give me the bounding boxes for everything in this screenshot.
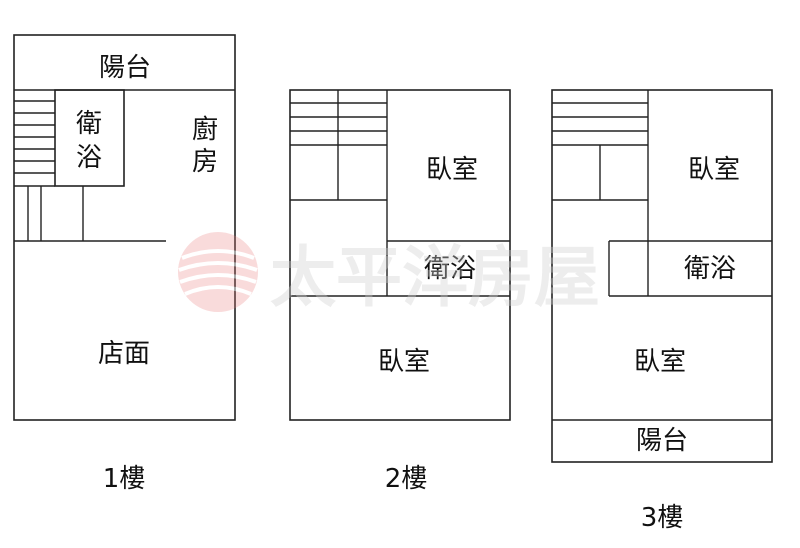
watermark: 太平洋房屋 [178, 232, 600, 316]
floor-1-caption: 1樓 [103, 464, 146, 494]
floor-1-bathroom-walls [54, 89, 125, 187]
floor-1-storefront-label: 店面 [98, 339, 150, 369]
floor-1-stairs [14, 100, 84, 241]
floor-1-bathroom-label-1: 衛 [76, 109, 102, 139]
floor-1-bathroom-label-2: 浴 [76, 143, 102, 173]
floor-3-outline [551, 89, 773, 463]
floor-2-stairs [290, 90, 387, 201]
watermark-text: 太平洋房屋 [270, 238, 600, 316]
floor-1-plan: 陽台 衛 浴 廚 房 店面 [13, 34, 236, 421]
floor-1-kitchen-label-1: 廚 [192, 115, 218, 145]
floor-3-bedroom-top-label: 臥室 [688, 155, 740, 185]
floor-2-bedroom-top-label: 臥室 [426, 155, 478, 185]
floor-3-bedroom-bottom-label: 臥室 [634, 347, 686, 377]
floor-1-kitchen-label-2: 房 [192, 147, 218, 177]
floor-3-balcony-label: 陽台 [636, 426, 688, 456]
floor-3-caption: 3樓 [641, 503, 684, 533]
floor-2-plan: 臥室 衛浴 臥室 [289, 89, 511, 421]
floor-1-outline [13, 34, 236, 421]
floor-2-bedroom-bottom-label: 臥室 [378, 347, 430, 377]
watermark-logo-icon [178, 232, 258, 312]
floor-2-caption: 2樓 [385, 464, 428, 494]
floor-3-plan: 臥室 衛浴 臥室 陽台 [551, 89, 773, 463]
floor-2-bathroom-label: 衛浴 [424, 254, 476, 284]
floor-1-balcony-label: 陽台 [99, 53, 151, 83]
floor-2-outline [289, 89, 511, 421]
floor-3-bathroom-label: 衛浴 [684, 254, 736, 284]
floor-3-stairs [552, 102, 648, 201]
